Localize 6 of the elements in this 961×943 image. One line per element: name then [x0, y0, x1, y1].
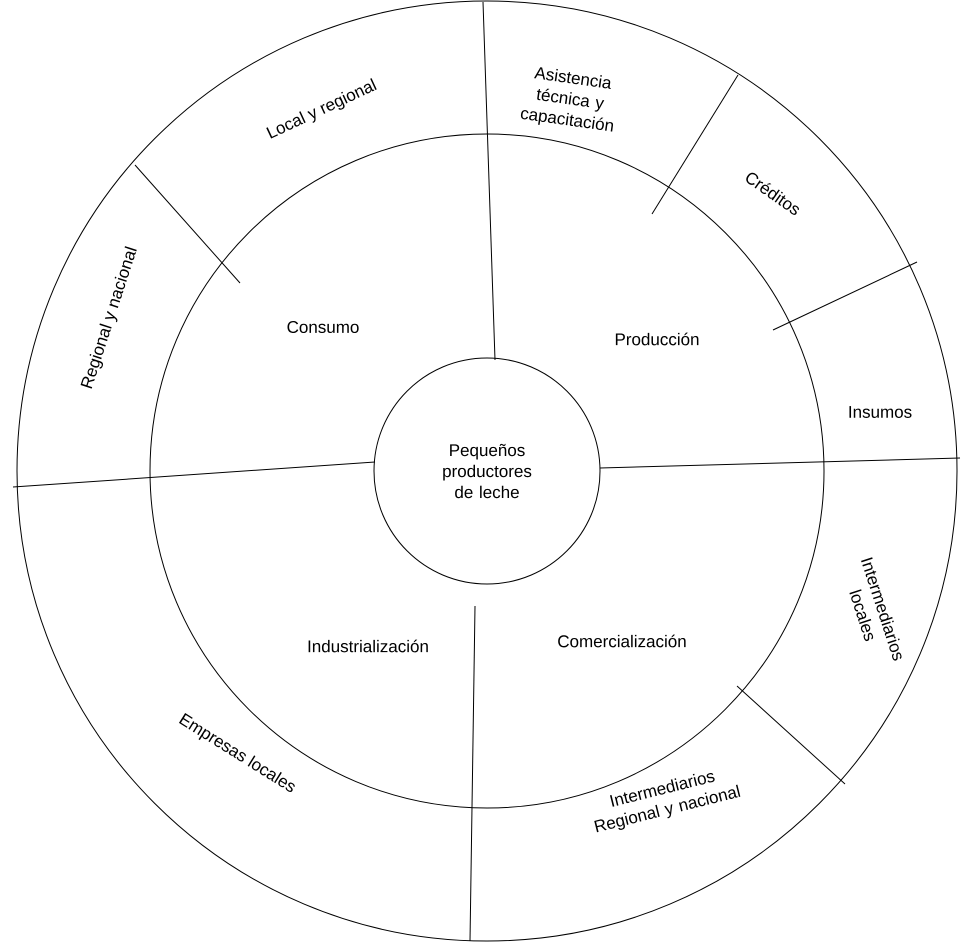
sector-label: Producción: [616, 332, 698, 346]
sector-label: Insumos: [849, 406, 912, 418]
sector-label: Comercialización: [558, 634, 686, 648]
sector-label: Industrialización: [308, 640, 428, 652]
sector-label: Asistencia técnica y capacitación: [520, 67, 614, 132]
sector-label: Consumo: [288, 320, 359, 334]
